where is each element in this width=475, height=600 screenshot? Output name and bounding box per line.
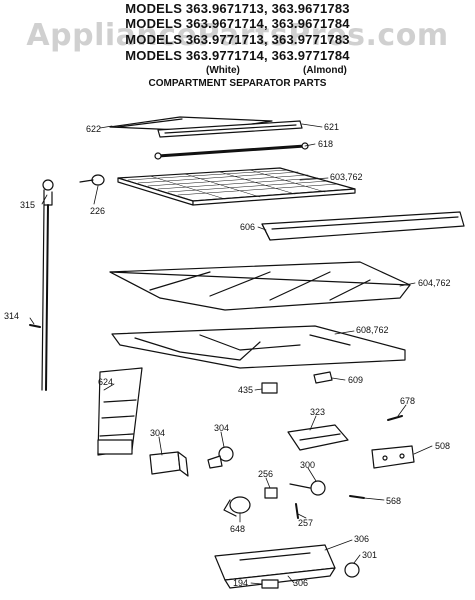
label-314: 314	[4, 311, 20, 321]
label-608-762: 608,762	[356, 325, 389, 335]
part-608-separator	[111, 325, 406, 369]
part-604-separator	[109, 261, 411, 311]
label-678: 678	[400, 396, 416, 406]
label-304-knob: 304	[214, 423, 230, 433]
label-568: 568	[386, 496, 402, 506]
part-621-rail	[157, 120, 303, 138]
part-603-shelf	[117, 167, 356, 206]
title-line-3: MODELS 363.9771713, 363.9771783	[125, 32, 350, 47]
part-300-thermostat	[289, 480, 326, 496]
title-line-1: MODELS 363.9671713, 363.9671783	[125, 1, 350, 16]
label-306-housing: 306	[354, 534, 370, 544]
label-256: 256	[258, 469, 274, 479]
color-white-label: (White)	[206, 65, 240, 76]
leader-lines	[29, 123, 433, 585]
part-304-knob	[207, 446, 234, 469]
title-line-2: MODELS 363.9671714, 363.9671784	[125, 16, 350, 31]
label-257: 257	[298, 518, 314, 528]
label-604-762: 604,762	[418, 278, 451, 288]
subtitle: COMPARTMENT SEPARATOR PARTS	[148, 78, 327, 89]
part-618-rod	[154, 142, 309, 160]
title-line-4: MODELS 363.9771714, 363.9771784	[125, 48, 350, 63]
label-648: 648	[230, 524, 246, 534]
label-323: 323	[310, 407, 326, 417]
part-609-clip	[313, 371, 333, 384]
part-508-bracket	[371, 445, 415, 469]
label-301: 301	[362, 550, 378, 560]
part-323-bracket	[287, 424, 349, 451]
part-435-clip	[261, 382, 278, 394]
label-194: 194	[233, 578, 249, 588]
label-508: 508	[435, 441, 451, 451]
label-304-box: 304	[150, 428, 166, 438]
label-624: 624	[98, 377, 114, 387]
label-609: 609	[348, 375, 364, 385]
label-306-bracket: 306	[293, 578, 309, 588]
label-226: 226	[90, 206, 106, 216]
part-648-motor	[223, 496, 251, 517]
label-435: 435	[238, 385, 254, 395]
part-301-knob	[344, 562, 360, 578]
part-257-screw	[295, 503, 299, 519]
label-606: 606	[240, 222, 256, 232]
label-603-762: 603,762	[330, 172, 363, 182]
label-300: 300	[300, 460, 316, 470]
part-568-screw	[349, 495, 365, 499]
part-314-pin	[29, 324, 41, 328]
part-194-tab	[261, 579, 279, 589]
part-315-hinge	[41, 179, 54, 391]
label-315: 315	[20, 200, 36, 210]
part-226-knob	[79, 174, 105, 186]
label-621: 621	[324, 122, 340, 132]
part-304-box	[149, 451, 189, 477]
part-624-bracket	[97, 367, 143, 456]
part-606-trim	[261, 211, 465, 241]
part-256-switch	[264, 487, 278, 499]
part-678-screw	[387, 415, 403, 421]
label-618: 618	[318, 139, 334, 149]
color-almond-label: (Almond)	[303, 65, 347, 76]
label-622: 622	[86, 124, 102, 134]
